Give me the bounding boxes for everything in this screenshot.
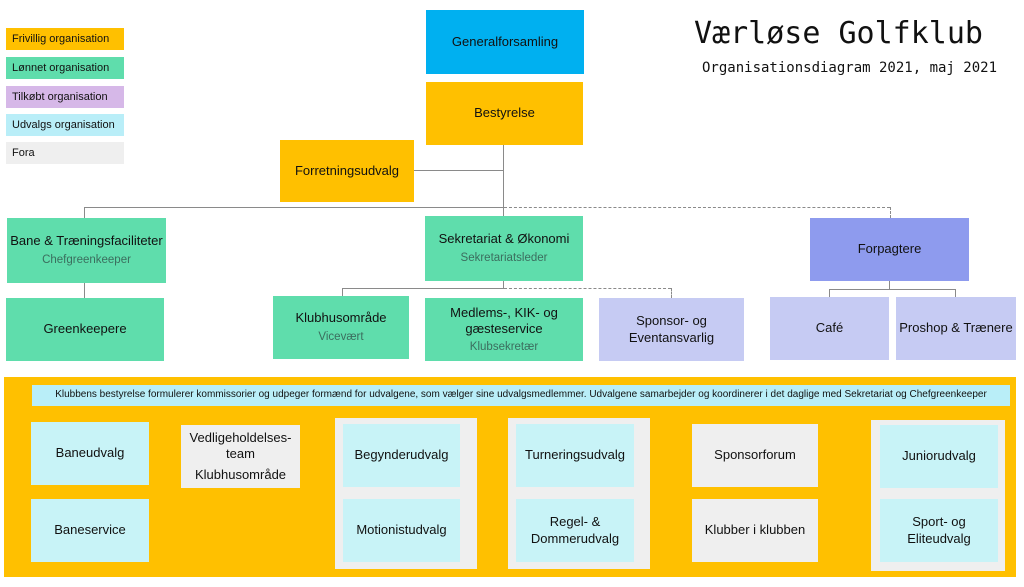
connector-line-dashed xyxy=(890,207,891,218)
node-greenkeepere: Greenkeepere xyxy=(6,298,164,361)
connector-line-dashed xyxy=(504,288,671,289)
connector-line xyxy=(889,281,890,290)
node-label-line1: Medlems-, KIK- og xyxy=(450,305,558,321)
node-generalforsamling: Generalforsamling xyxy=(426,10,584,74)
node-forretningsudvalg: Forretningsudvalg xyxy=(280,140,414,202)
legend-tilkobt: Tilkøbt organisation xyxy=(6,86,124,108)
committee-begynderudvalg: Begynderudvalg xyxy=(343,424,460,487)
legend-frivillig: Frivillig organisation xyxy=(6,28,124,50)
node-label: Sekretariat & Økonomi xyxy=(438,231,570,247)
node-klubhusomraade: Klubhusområde Vicevært xyxy=(273,296,409,359)
committee-label: Turneringsudvalg xyxy=(525,447,625,463)
forum-klubber-i-klubben: Klubber i klubben xyxy=(692,499,818,562)
connector-line xyxy=(955,289,956,297)
node-sekretariat-okonomi: Sekretariat & Økonomi Sekretariatsleder xyxy=(425,216,583,281)
committee-juniorudvalg: Juniorudvalg xyxy=(880,425,998,488)
committee-turneringsudvalg: Turneringsudvalg xyxy=(516,424,634,487)
node-label: Proshop & Trænere xyxy=(899,320,1013,336)
legend-fora: Fora xyxy=(6,142,124,164)
committee-label-line2: team xyxy=(226,446,255,462)
connector-line xyxy=(829,289,830,297)
committee-motionistudvalg: Motionistudvalg xyxy=(343,499,460,562)
banner-text: Klubbens bestyrelse formulerer kommissor… xyxy=(55,389,987,401)
committee-label: Juniorudvalg xyxy=(902,448,976,464)
node-label-line1: Sponsor- og xyxy=(636,313,707,329)
forum-sponsorforum: Sponsorforum xyxy=(692,424,818,487)
node-bestyrelse: Bestyrelse xyxy=(426,82,583,145)
committee-label: Begynderudvalg xyxy=(354,447,449,463)
node-sponsor-eventansvarlig: Sponsor- og Eventansvarlig xyxy=(599,298,744,361)
node-bane-traeningsfaciliteter: Bane & Træningsfaciliteter Chefgreenkeep… xyxy=(7,218,166,283)
connector-line xyxy=(503,145,504,217)
connector-line xyxy=(342,288,504,289)
node-sublabel: Klubsekretær xyxy=(469,340,539,353)
committee-label-line2: Eliteudvalg xyxy=(907,530,971,546)
node-forpagtere: Forpagtere xyxy=(810,218,969,281)
connector-line-dashed xyxy=(671,288,672,298)
committee-label: Sponsorforum xyxy=(714,447,796,463)
node-label: Forpagtere xyxy=(857,241,922,257)
page-title: Værløse Golfklub xyxy=(694,16,983,51)
node-label: Greenkeepere xyxy=(43,321,127,337)
connector-line xyxy=(84,207,504,208)
committee-label-line2: Dommerudvalg xyxy=(530,530,620,546)
node-label-line2: Eventansvarlig xyxy=(628,329,715,345)
connector-line-dashed xyxy=(504,207,890,208)
connector-line xyxy=(84,207,85,218)
connector-line xyxy=(414,170,504,171)
node-label-line2: gæsteservice xyxy=(465,321,543,337)
node-sublabel: Vicevært xyxy=(318,331,364,344)
node-label: Café xyxy=(815,320,844,336)
committee-baneudvalg: Baneudvalg xyxy=(31,422,149,485)
forum-vedligeholdelsesteam: Vedligeholdelses- team Klubhusområde xyxy=(181,425,300,488)
node-medlemsservice: Medlems-, KIK- og gæsteservice Klubsekre… xyxy=(425,298,583,361)
committee-label: Klubber i klubben xyxy=(704,522,806,538)
legend-udvalgs: Udvalgs organisation xyxy=(6,114,124,136)
committee-baneservice: Baneservice xyxy=(31,499,149,562)
node-sublabel: Sekretariatsleder xyxy=(460,252,548,265)
page-subtitle: Organisationsdiagram 2021, maj 2021 xyxy=(702,60,998,76)
node-label: Klubhusområde xyxy=(295,310,387,326)
legend-lonnet: Lønnet organisation xyxy=(6,57,124,79)
committee-label: Motionistudvalg xyxy=(356,522,447,538)
connector-line xyxy=(503,281,504,288)
committee-label-line1: Sport- og xyxy=(912,514,966,530)
committees-banner: Klubbens bestyrelse formulerer kommissor… xyxy=(32,385,1010,406)
connector-line xyxy=(829,289,955,290)
committee-label: Baneudvalg xyxy=(55,445,125,461)
node-label: Bestyrelse xyxy=(474,105,535,121)
committee-label-line1: Vedligeholdelses- xyxy=(189,430,292,446)
node-sublabel: Chefgreenkeeper xyxy=(42,254,131,267)
node-label: Forretningsudvalg xyxy=(294,162,400,178)
committee-regel-dommerudvalg: Regel- & Dommerudvalg xyxy=(516,499,634,562)
committee-sport-eliteudvalg: Sport- og Eliteudvalg xyxy=(880,499,998,562)
node-label: Bane & Træningsfaciliteter xyxy=(10,233,163,249)
node-proshop-traenere: Proshop & Trænere xyxy=(896,297,1016,360)
committee-label: Baneservice xyxy=(54,522,126,538)
committee-label-line1: Regel- & xyxy=(549,514,601,530)
node-label: Generalforsamling xyxy=(451,33,559,49)
connector-line xyxy=(84,283,85,298)
node-cafe: Café xyxy=(770,297,889,360)
committee-label-line3: Klubhusområde xyxy=(194,466,287,482)
connector-line xyxy=(342,288,343,296)
